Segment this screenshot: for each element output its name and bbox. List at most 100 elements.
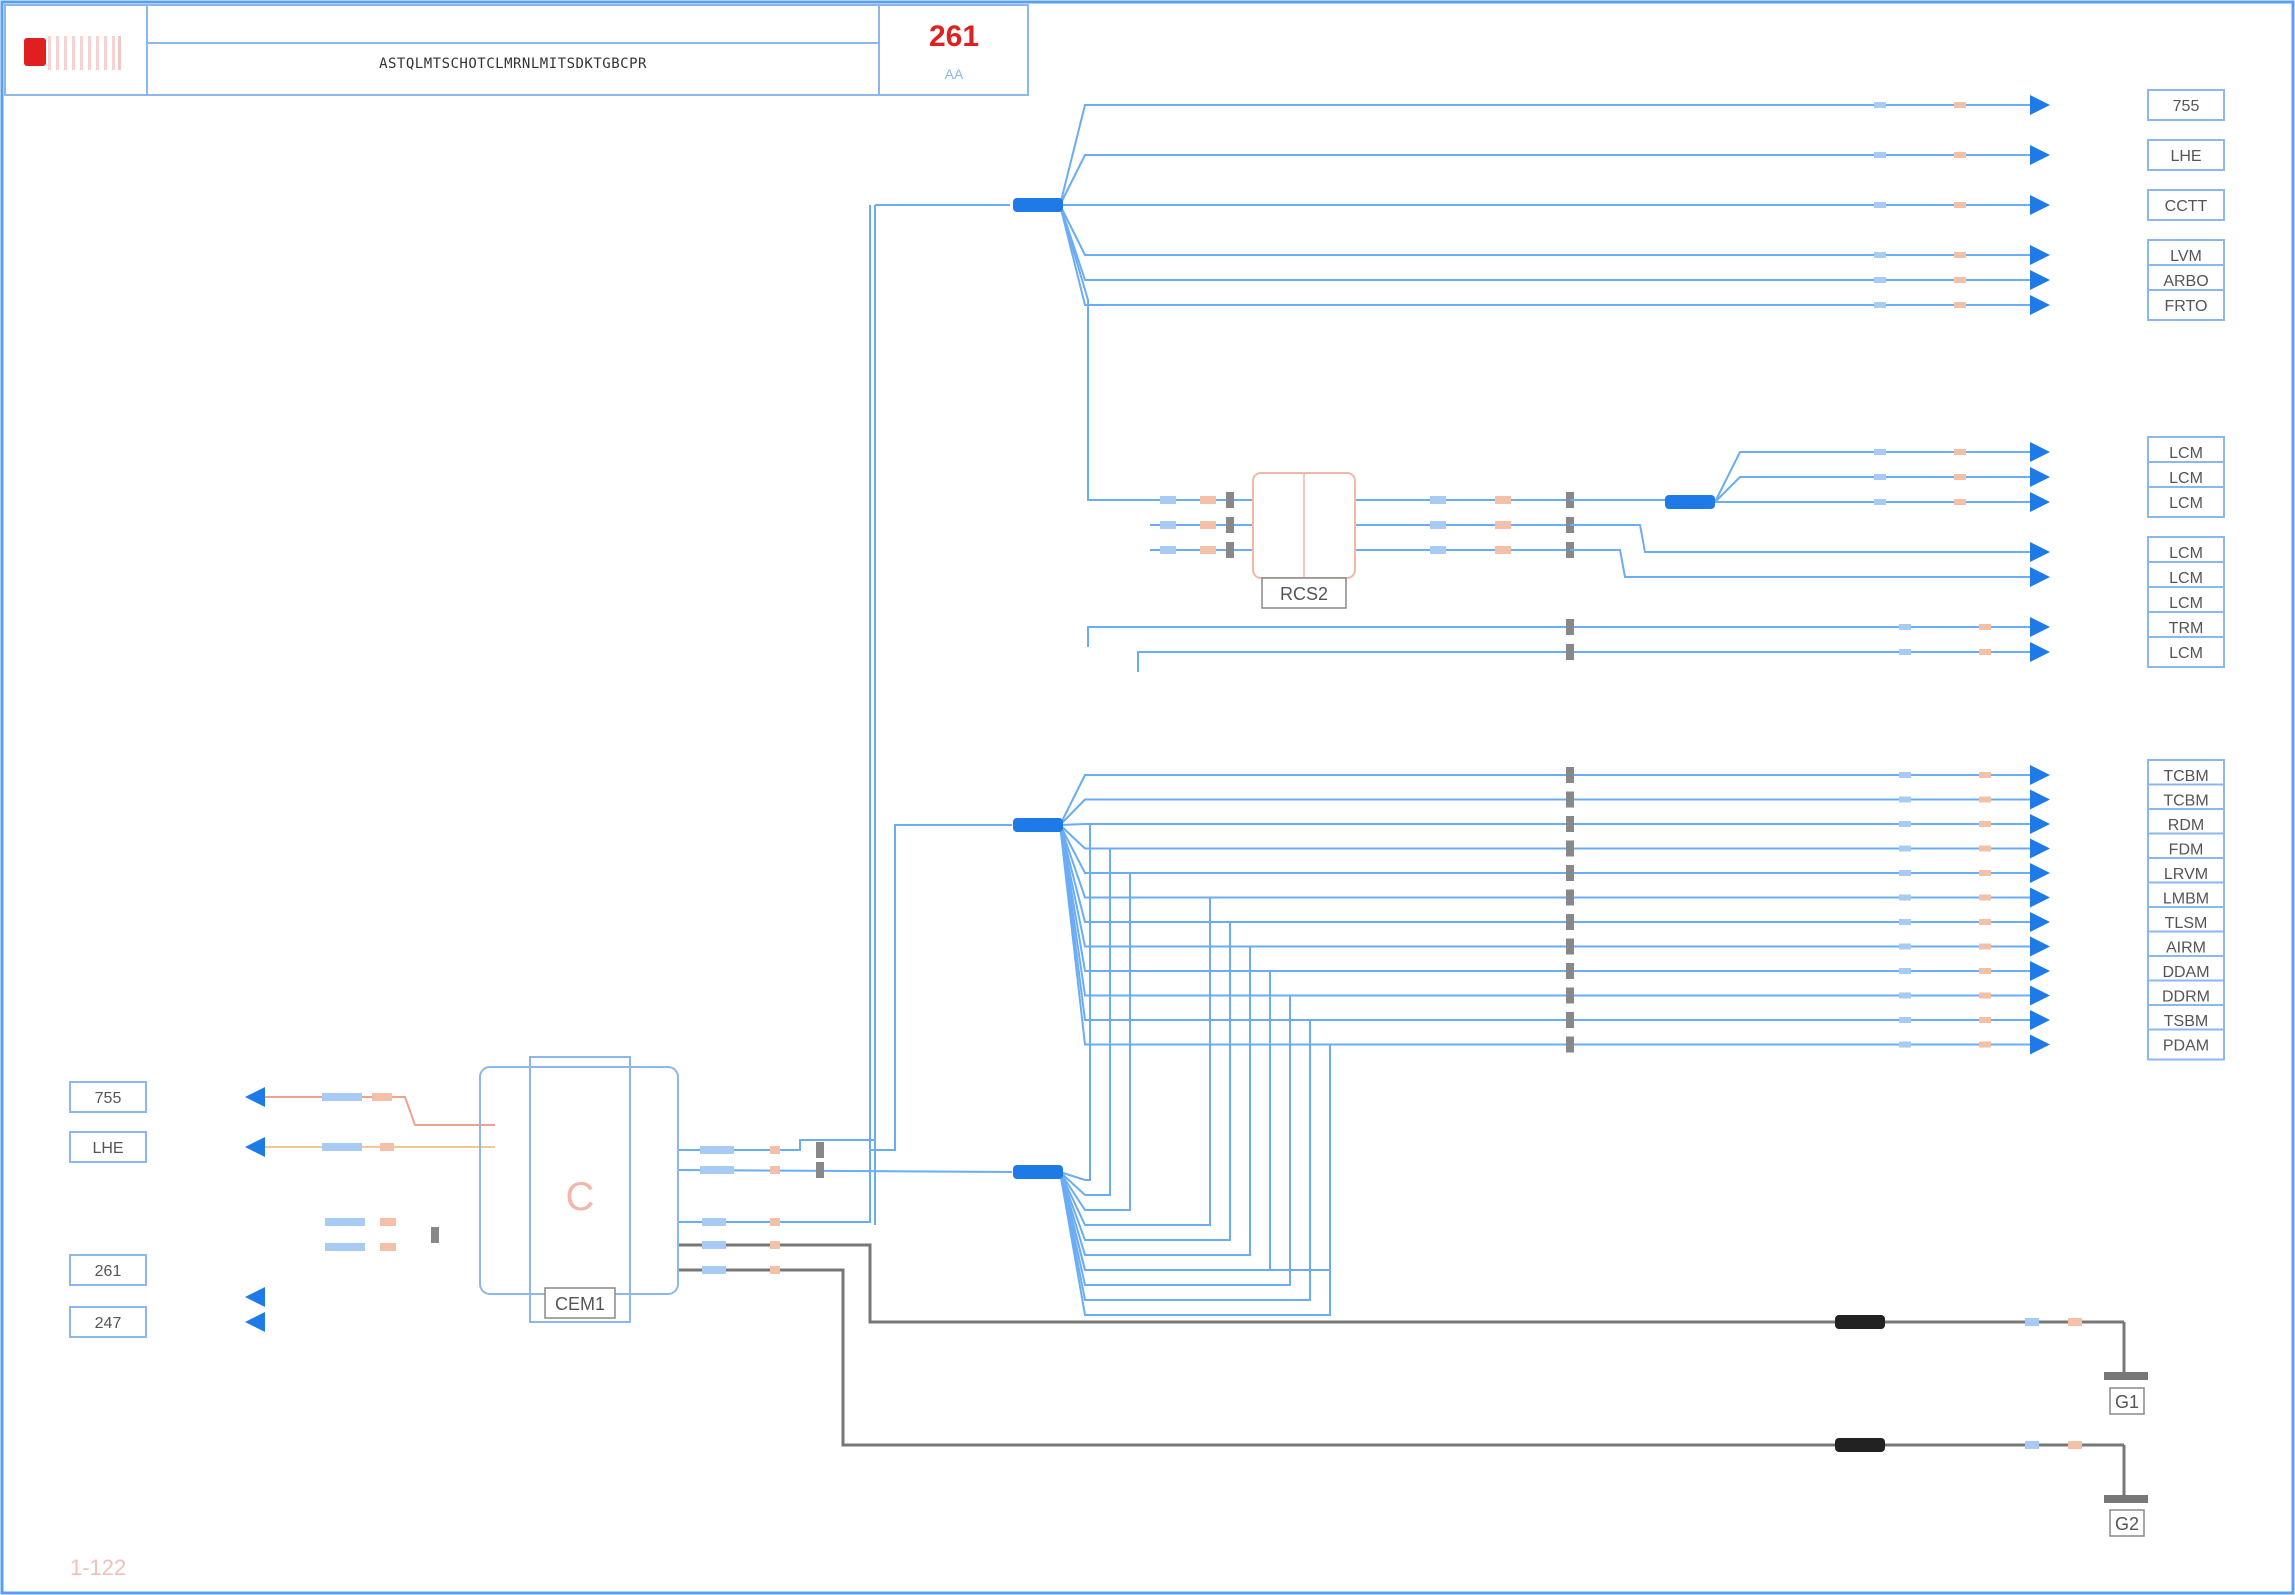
wire-marker-blue [702, 1218, 726, 1226]
diagram-code: ASTQLMTSCHOTCLMRNLMITSDKTGBCPR [379, 56, 647, 72]
logo-stripes [48, 36, 121, 70]
sheet-number: 261 [928, 20, 980, 53]
wire [1570, 524, 2030, 553]
wire [1570, 549, 2030, 578]
connector-rcs2-label: RCS2 [1280, 584, 1328, 604]
wire [1059, 873, 1131, 1211]
wire-marker-blue [1874, 499, 1886, 505]
ground-wire-1 [678, 1243, 1843, 1324]
wire-marker-orange [1979, 968, 1991, 974]
connector-rcs2[interactable]: RCS2 [1252, 472, 1356, 609]
terminal-tag: 755 [2147, 89, 2225, 121]
inline-connector [1566, 767, 1574, 783]
terminal-tag-label: LCM [2169, 595, 2203, 612]
arrow-right-icon [2030, 270, 2050, 290]
wire-marker-blue [1874, 252, 1886, 258]
wire-marker-orange [1954, 202, 1966, 208]
inline-connector [1566, 644, 1574, 660]
inline-connector [1566, 816, 1574, 832]
terminal-tag-label: TSBM [2164, 1013, 2208, 1030]
wire [1059, 897, 1211, 1226]
wire-marker-blue [1874, 277, 1886, 283]
wire-marker-blue [1899, 821, 1911, 827]
arrow-right-icon [2030, 617, 2050, 637]
wire-marker-orange [1495, 521, 1511, 529]
arrow-right-icon [2030, 245, 2050, 265]
terminal-tag: LHE [69, 1131, 147, 1163]
wire-marker-orange [770, 1241, 780, 1249]
terminal-tag-label: CCTT [2165, 198, 2208, 215]
terminal-tag-box [69, 1081, 147, 1113]
wire-marker-blue [2025, 1318, 2039, 1326]
wire-marker-orange [380, 1218, 396, 1226]
wire-marker-orange [1979, 919, 1991, 925]
arrow-right-icon [2030, 95, 2050, 115]
wire-marker-orange [1954, 302, 1966, 308]
wire [1059, 204, 1150, 501]
arrow-left-icon [245, 1287, 265, 1307]
module-main[interactable]: C CEM1 [479, 1056, 679, 1323]
wire [1059, 204, 2030, 306]
wire-marker-orange [1979, 894, 1991, 901]
wire [1087, 626, 2030, 647]
terminal-tag-box [69, 1306, 147, 1338]
arrow-left-icon [245, 1312, 265, 1332]
wire-marker-orange [380, 1243, 396, 1251]
terminal-tag-label: TCBM [2163, 768, 2208, 785]
inline-connector [431, 1227, 439, 1243]
svg-text:G2: G2 [2115, 1514, 2139, 1534]
wire [1059, 798, 2030, 826]
terminal-tag-label: LCM [2169, 445, 2203, 462]
terminal-tag-label: LHE [2170, 148, 2201, 165]
wire-marker-orange [1495, 496, 1511, 504]
wire [1059, 204, 2030, 256]
terminal-tag: FRTO [2147, 289, 2225, 321]
wire-marker-orange [1979, 796, 1991, 803]
wire-marker-orange [1979, 943, 1991, 950]
wire [1059, 824, 2030, 972]
wire-marker-orange [1954, 252, 1966, 258]
arrows-layer [245, 95, 2050, 1332]
wire-marker-blue [1899, 796, 1911, 803]
wire-marker-blue [1899, 968, 1911, 974]
wire-marker-blue [2025, 1441, 2039, 1449]
svg-text:G1: G1 [2115, 1392, 2139, 1412]
terminal-tag-label: LCM [2169, 545, 2203, 562]
wire-marker-blue [1899, 1041, 1911, 1048]
wire [1059, 1020, 1311, 1301]
wire-marker-blue [1899, 624, 1911, 630]
wire-marker-orange [2068, 1318, 2082, 1326]
wire-marker-blue [1874, 302, 1886, 308]
wire-marker-blue [1899, 772, 1911, 778]
terminal-tag-box [2147, 89, 2225, 121]
ground-2: G2 [2092, 1443, 2148, 1537]
wire-marker-blue [700, 1166, 734, 1174]
terminal-tag: CCTT [2147, 189, 2225, 221]
wire-marker-blue [325, 1243, 365, 1251]
splice-s3 [1013, 818, 1063, 832]
inline-connector [1226, 517, 1234, 533]
wire [1059, 824, 2030, 899]
inline-connector [1566, 1012, 1574, 1028]
wire-marker-blue [1899, 870, 1911, 876]
wire-marker-orange [770, 1166, 780, 1174]
wire-marker-blue [322, 1093, 362, 1101]
inline-connector [1566, 1036, 1574, 1053]
title-block: ASTQLMTSCHOTCLMRNLMITSDKTGBCPR 261 AA [4, 4, 1029, 96]
wire-marker-orange [770, 1146, 780, 1154]
terminal-tag-label: DDRM [2162, 989, 2210, 1006]
wire-marker-blue [702, 1241, 726, 1249]
arrow-right-icon [2030, 863, 2050, 883]
terminal-tag: 755 [69, 1081, 147, 1113]
arrow-right-icon [2030, 936, 2050, 957]
terminal-tag-label: ARBO [2163, 273, 2208, 290]
inline-connector [1566, 619, 1574, 635]
terminal-tag-box [2147, 486, 2225, 518]
wire [1059, 922, 1231, 1241]
wire-marker-orange [1979, 821, 1991, 827]
wire [1059, 848, 1111, 1196]
wire [1059, 1060, 1331, 1271]
wire [1137, 651, 2030, 672]
wire [1059, 995, 1291, 1286]
wire-marker-blue [1899, 649, 1911, 655]
